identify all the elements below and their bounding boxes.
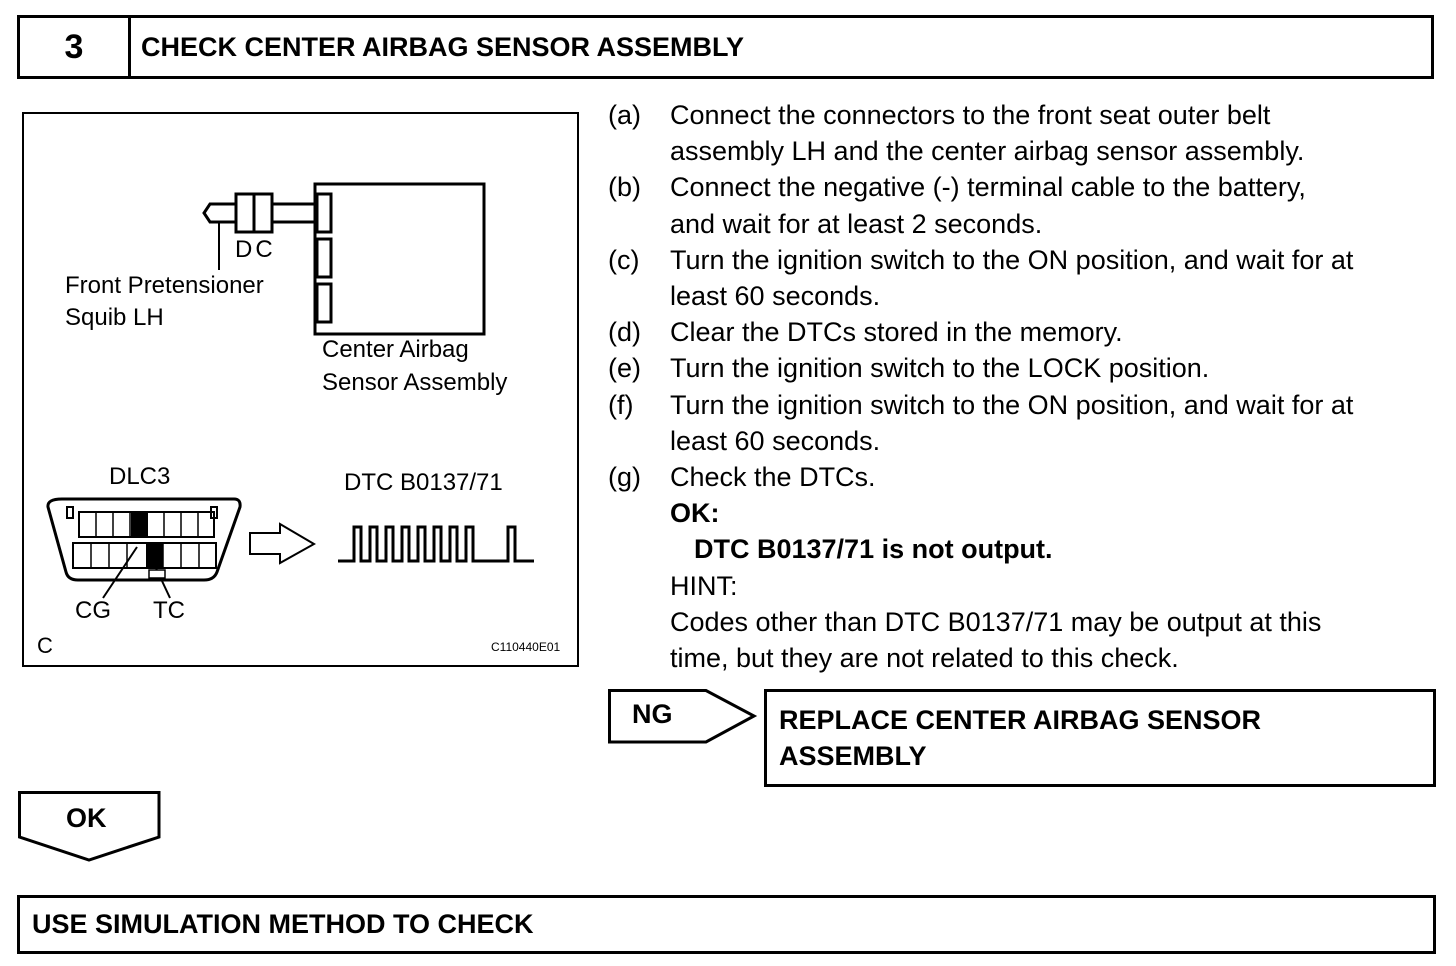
illustration: DC Front Pretensioner Squib LH Center Ai…: [22, 112, 579, 667]
step-letter: (e): [608, 353, 641, 384]
step-f: (f) Turn the ignition switch to the ON p…: [608, 387, 1448, 459]
center-airbag-sensor-box: [313, 182, 486, 336]
hint-text: Codes other than DTC B0137/71 may be out…: [670, 606, 1322, 637]
step-text: Connect the connectors to the front seat…: [670, 100, 1271, 130]
step-g: (g) Check the DTCs.: [608, 459, 1448, 495]
dlc3-label: DLC3: [109, 463, 171, 490]
step-letter: (c): [608, 244, 640, 275]
procedure: (a) Connect the connectors to the front …: [608, 97, 1448, 676]
next-step-box: USE SIMULATION METHOD TO CHECK: [17, 895, 1436, 954]
hint-heading: HINT:: [670, 570, 738, 601]
sensor-label-line2: Sensor Assembly: [322, 369, 508, 396]
step-letter: (f): [608, 389, 634, 420]
step-b: (b) Connect the negative (-) terminal ca…: [608, 169, 1448, 241]
tc-terminal: [146, 543, 163, 568]
step-letter: (g): [608, 462, 641, 493]
step-text: and wait for at least 2 seconds.: [670, 208, 1043, 239]
step-text: Turn the ignition switch to the ON posit…: [670, 389, 1354, 420]
wiring-diagram: [46, 182, 534, 599]
dtc-label: DTC B0137/71: [344, 469, 503, 496]
ng-action-text: REPLACE CENTER AIRBAG SENSOR: [779, 705, 1262, 735]
step-number: 3: [20, 18, 131, 76]
step-letter: (a): [608, 100, 641, 130]
ok-heading: OK:: [670, 498, 720, 529]
cg-terminal: [131, 512, 148, 537]
step-text: least 60 seconds.: [670, 425, 881, 456]
squib-label-line2: Squib LH: [65, 304, 164, 331]
sensor-label-line1: Center Airbag: [322, 336, 469, 363]
step-text: Turn the ignition switch to the LOCK pos…: [670, 353, 1210, 384]
corner-label: C: [37, 633, 53, 658]
ng-label: NG: [632, 699, 673, 729]
step-d: (d) Clear the DTCs stored in the memory.: [608, 314, 1448, 350]
step-e: (e) Turn the ignition switch to the LOCK…: [608, 350, 1448, 386]
step-text: assembly LH and the center airbag sensor…: [670, 136, 1305, 167]
dc-label: DC: [235, 236, 276, 263]
step-letter: (b): [608, 172, 641, 203]
ng-arrow-icon: [608, 689, 758, 744]
figure-code: C110440E01: [491, 640, 561, 654]
ok-condition: DTC B0137/71 is not output.: [694, 534, 1053, 565]
tc-label: TC: [153, 597, 185, 624]
cg-label: CG: [75, 597, 111, 624]
dtc-waveform: [338, 525, 534, 563]
ok-label: OK: [66, 803, 107, 833]
step-text: least 60 seconds.: [670, 281, 881, 312]
arrow-right-icon: [249, 522, 317, 565]
squib-label-line1: Front Pretensioner: [65, 272, 264, 299]
step-c: (c) Turn the ignition switch to the ON p…: [608, 242, 1448, 314]
hint-text: time, but they are not related to this c…: [670, 643, 1179, 674]
dlc3-connector: [46, 497, 242, 582]
step-text: Clear the DTCs stored in the memory.: [670, 317, 1123, 348]
ng-action-box: REPLACE CENTER AIRBAG SENSOR ASSEMBLY: [764, 689, 1436, 787]
step-text: Check the DTCs.: [670, 462, 876, 493]
step-a: (a) Connect the connectors to the front …: [608, 97, 1448, 169]
ng-action-text: ASSEMBLY: [779, 741, 927, 771]
step-header: 3 CHECK CENTER AIRBAG SENSOR ASSEMBLY: [17, 15, 1434, 79]
step-letter: (d): [608, 317, 641, 348]
step-text: Connect the negative (-) terminal cable …: [670, 172, 1306, 203]
ok-arrow-icon: [18, 791, 161, 862]
step-text: Turn the ignition switch to the ON posit…: [670, 244, 1354, 275]
step-title: CHECK CENTER AIRBAG SENSOR ASSEMBLY: [141, 31, 745, 62]
